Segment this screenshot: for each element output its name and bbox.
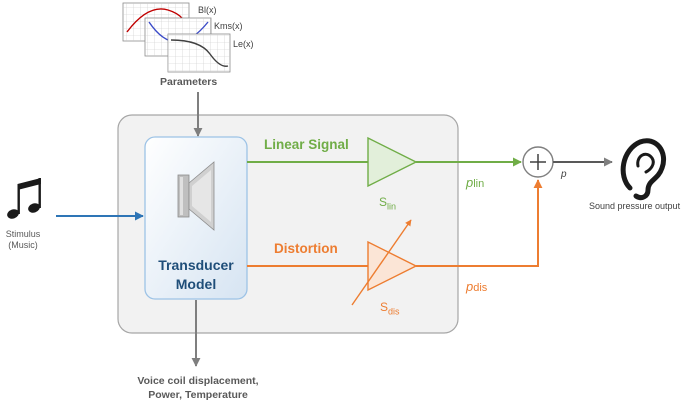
s-lin-label: Slin xyxy=(379,195,397,212)
curve-label-kms: Kms(x) xyxy=(214,21,243,31)
plot-thumbnail-icon xyxy=(122,2,231,73)
s-dis-label: Sdis xyxy=(380,300,400,317)
sound-output-label: Sound pressure output xyxy=(589,201,681,211)
stimulus-label-line2: (Music) xyxy=(8,240,38,250)
stimulus-label-line1: Stimulus xyxy=(5,229,41,239)
distortion-amplifier xyxy=(367,240,418,292)
p-lin-label: plin xyxy=(466,175,485,190)
linear-amplifier xyxy=(367,136,418,188)
music-note-icon xyxy=(7,178,41,219)
stimulus-label: Stimulus (Music) xyxy=(2,229,44,251)
transducer-label-line2: Model xyxy=(175,276,217,292)
distortion-output-line xyxy=(416,179,543,267)
p-output-label: p xyxy=(561,169,567,180)
curve-label-le: Le(x) xyxy=(233,39,254,49)
speaker-icon xyxy=(177,161,215,231)
ear-icon xyxy=(620,138,666,201)
distortion-adjust-arrow xyxy=(351,219,412,306)
outputs-label: Voice coil displacement, Power, Temperat… xyxy=(120,374,276,402)
p-dis-label: pdis xyxy=(466,279,488,294)
transducer-label: Transducer Model xyxy=(145,256,247,294)
distortion-label: Distortion xyxy=(274,241,338,256)
curve-label-bl: Bl(x) xyxy=(198,5,217,15)
outputs-label-line1: Voice coil displacement, xyxy=(137,375,259,387)
parameters-label: Parameters xyxy=(160,76,218,88)
transducer-box xyxy=(144,136,248,300)
transducer-label-line1: Transducer xyxy=(158,257,234,273)
outputs-label-line2: Power, Temperature xyxy=(148,389,248,401)
linear-signal-label: Linear Signal xyxy=(264,137,349,152)
